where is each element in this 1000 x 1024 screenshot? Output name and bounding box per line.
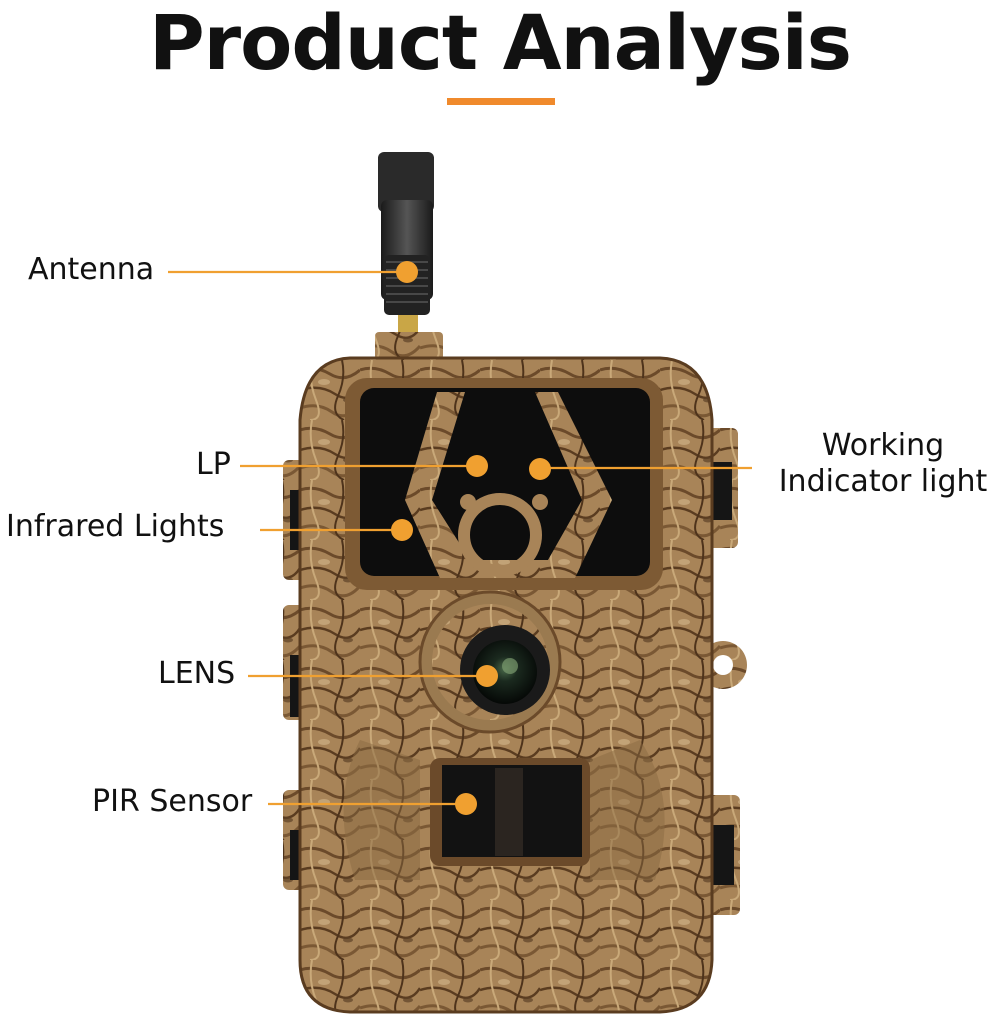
camera-body: [298, 356, 714, 1014]
pir-sensor-label: PIR Sensor: [92, 784, 253, 819]
working-callout-dot: [529, 458, 551, 480]
lp-callout-dot: [466, 455, 488, 477]
working-indicator-label: Working Indicator light: [770, 428, 996, 500]
callout-lines: [168, 270, 752, 806]
lens-label: LENS: [158, 656, 236, 691]
lens-callout-dot: [476, 665, 498, 687]
lp-label: LP: [196, 447, 231, 482]
title-underline: [447, 98, 555, 105]
infrared-lights-label: Infrared Lights: [6, 509, 225, 544]
antenna-callout-dot: [396, 261, 418, 283]
working-indicator-line1: Working: [821, 428, 945, 463]
callout-dots: [391, 261, 551, 815]
pir-callout-dot: [455, 793, 477, 815]
page-title: Product Analysis: [148, 0, 852, 87]
infrared-callout-dot: [391, 519, 413, 541]
antenna-label: Antenna: [28, 252, 155, 287]
antenna: [375, 152, 443, 360]
working-indicator-line2: Indicator light: [778, 464, 988, 499]
